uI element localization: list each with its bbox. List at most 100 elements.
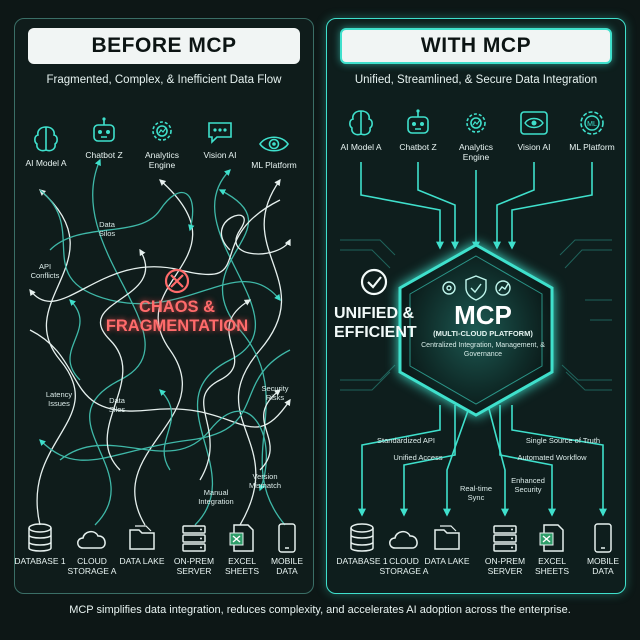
mcp-title: MCP	[454, 300, 512, 330]
with-subtitle: Unified, Streamlined, & Secure Data Inte…	[354, 74, 598, 86]
robot-icon	[93, 117, 115, 142]
with-source-server: ON-PREM SERVER	[475, 522, 535, 576]
before-node-vision: Vision AI	[190, 114, 250, 160]
hub-chart-icon	[495, 280, 511, 296]
hub-shield-icon	[465, 275, 487, 301]
source-label: EXCEL SHEETS	[224, 556, 259, 576]
source-label: DATA LAKE	[424, 556, 470, 566]
with-source-excel: EXCEL SHEETS	[524, 522, 580, 576]
before-source-cloud: CLOUD STORAGE A	[62, 522, 122, 576]
before-source-server: ON-PREM SERVER	[164, 522, 224, 576]
chat-bubble-icon	[208, 122, 232, 144]
unified-label: UNIFIED & EFFICIENT	[334, 305, 417, 341]
before-node-analytics: Analytics Engine	[132, 114, 192, 170]
node-label: ML Platform	[251, 160, 297, 170]
annotation-single-source: Single Source of Truth	[525, 436, 601, 445]
cloud-icon	[77, 530, 106, 549]
with-source-mobile: MOBILE DATA	[578, 522, 628, 576]
svg-text:ML: ML	[587, 121, 597, 128]
excel-icon	[229, 524, 254, 552]
node-label: Chatbot Z	[85, 150, 123, 160]
node-label: AI Model A	[25, 158, 67, 168]
before-subtitle: Fragmented, Complex, & Inefficient Data …	[46, 74, 282, 86]
before-node-ai-model: AI Model A	[16, 122, 76, 168]
analytics-gear-icon	[152, 121, 172, 141]
mcp-hub	[398, 243, 554, 417]
annotation-latency: Latency Issues	[45, 390, 73, 408]
top-connectors	[360, 162, 593, 250]
node-label: Analytics Engine	[458, 142, 493, 162]
before-source-datalake: DATA LAKE	[114, 522, 170, 566]
source-label: CLOUD STORAGE A	[379, 556, 429, 576]
node-label: ML Platform	[569, 142, 615, 152]
node-label: Vision AI	[517, 142, 551, 152]
with-node-chatbot: Chatbot Z	[388, 106, 448, 152]
source-label: EXCEL SHEETS	[534, 556, 569, 576]
database-icon	[350, 523, 374, 552]
check-circle-icon	[360, 268, 388, 296]
annotation-version: Version Mismatch	[248, 472, 282, 490]
before-title: BEFORE MCP	[28, 28, 300, 64]
annotation-realtime-sync: Real-time Sync	[459, 484, 493, 502]
folder-icon	[129, 525, 155, 550]
ml-gear-icon: ML	[580, 111, 604, 135]
with-node-analytics: Analytics Engine	[446, 106, 506, 162]
node-label: Vision AI	[203, 150, 237, 160]
mcp-description: Centralized Integration, Management, & G…	[421, 342, 545, 358]
annotation-data-silos-2: Data Silos	[108, 396, 126, 414]
node-label: Chatbot Z	[399, 142, 437, 152]
source-label: DATA LAKE	[119, 556, 165, 566]
source-label: DATABASE 1	[14, 556, 66, 566]
source-label: CLOUD STORAGE A	[67, 556, 117, 576]
server-icon	[182, 525, 206, 552]
node-label: AI Model A	[340, 142, 382, 152]
annotation-automated-workflow: Automated Workflow	[517, 453, 587, 462]
before-source-excel: EXCEL SHEETS	[214, 522, 270, 576]
with-source-datalake: DATA LAKE	[419, 522, 475, 566]
before-source-mobile: MOBILE DATA	[262, 522, 312, 576]
folder-icon	[434, 525, 460, 550]
error-x-icon	[164, 268, 190, 294]
database-icon	[28, 523, 52, 552]
annotation-standardized-api: Standardized API	[377, 436, 435, 445]
annotation-api-conflicts: API Conflicts	[30, 262, 60, 280]
eye-icon	[520, 111, 548, 135]
mcp-subtitle: (MULTI-CLOUD PLATFORM)	[433, 329, 533, 338]
chaos-lines	[29, 158, 291, 526]
annotation-unified-access: Unified Access	[393, 453, 443, 462]
circuit-traces	[340, 239, 612, 391]
server-icon	[493, 525, 517, 552]
with-node-ai-model: AI Model A	[331, 106, 391, 152]
with-source-cloud: CLOUD STORAGE A	[374, 522, 434, 576]
before-panel	[14, 18, 314, 594]
node-label: Analytics Engine	[144, 150, 179, 170]
annotation-enhanced-security: Enhanced Security	[511, 476, 545, 494]
chaos-label: CHAOS & FRAGMENTATION	[105, 298, 249, 335]
analytics-gear-icon	[466, 113, 486, 133]
source-label: MOBILE DATA	[586, 556, 620, 576]
excel-icon	[539, 524, 564, 552]
source-label: MOBILE DATA	[270, 556, 304, 576]
before-node-ml: ML Platform	[244, 130, 304, 170]
footer-caption: MCP simplifies data integration, reduces…	[69, 604, 571, 616]
hub-gear-icon	[442, 281, 456, 295]
source-label: DATABASE 1	[336, 556, 388, 566]
bottom-connectors	[358, 404, 607, 517]
before-node-chatbot: Chatbot Z	[74, 114, 134, 160]
robot-icon	[407, 109, 429, 134]
annotation-data-silos: Data Silos	[98, 220, 116, 238]
with-node-vision: Vision AI	[504, 106, 564, 152]
with-title: WITH MCP	[340, 28, 612, 64]
brain-icon	[34, 126, 58, 152]
with-source-database: DATABASE 1	[332, 522, 392, 566]
eye-icon	[259, 136, 289, 152]
mobile-icon	[594, 523, 612, 553]
cloud-icon	[389, 530, 418, 549]
before-source-database: DATABASE 1	[10, 522, 70, 566]
with-node-ml: ML ML Platform	[562, 106, 622, 152]
annotation-manual: Manual Integration	[198, 488, 234, 506]
source-label: ON-PREM SERVER	[484, 556, 526, 576]
annotation-security: Security Risks	[261, 384, 289, 402]
